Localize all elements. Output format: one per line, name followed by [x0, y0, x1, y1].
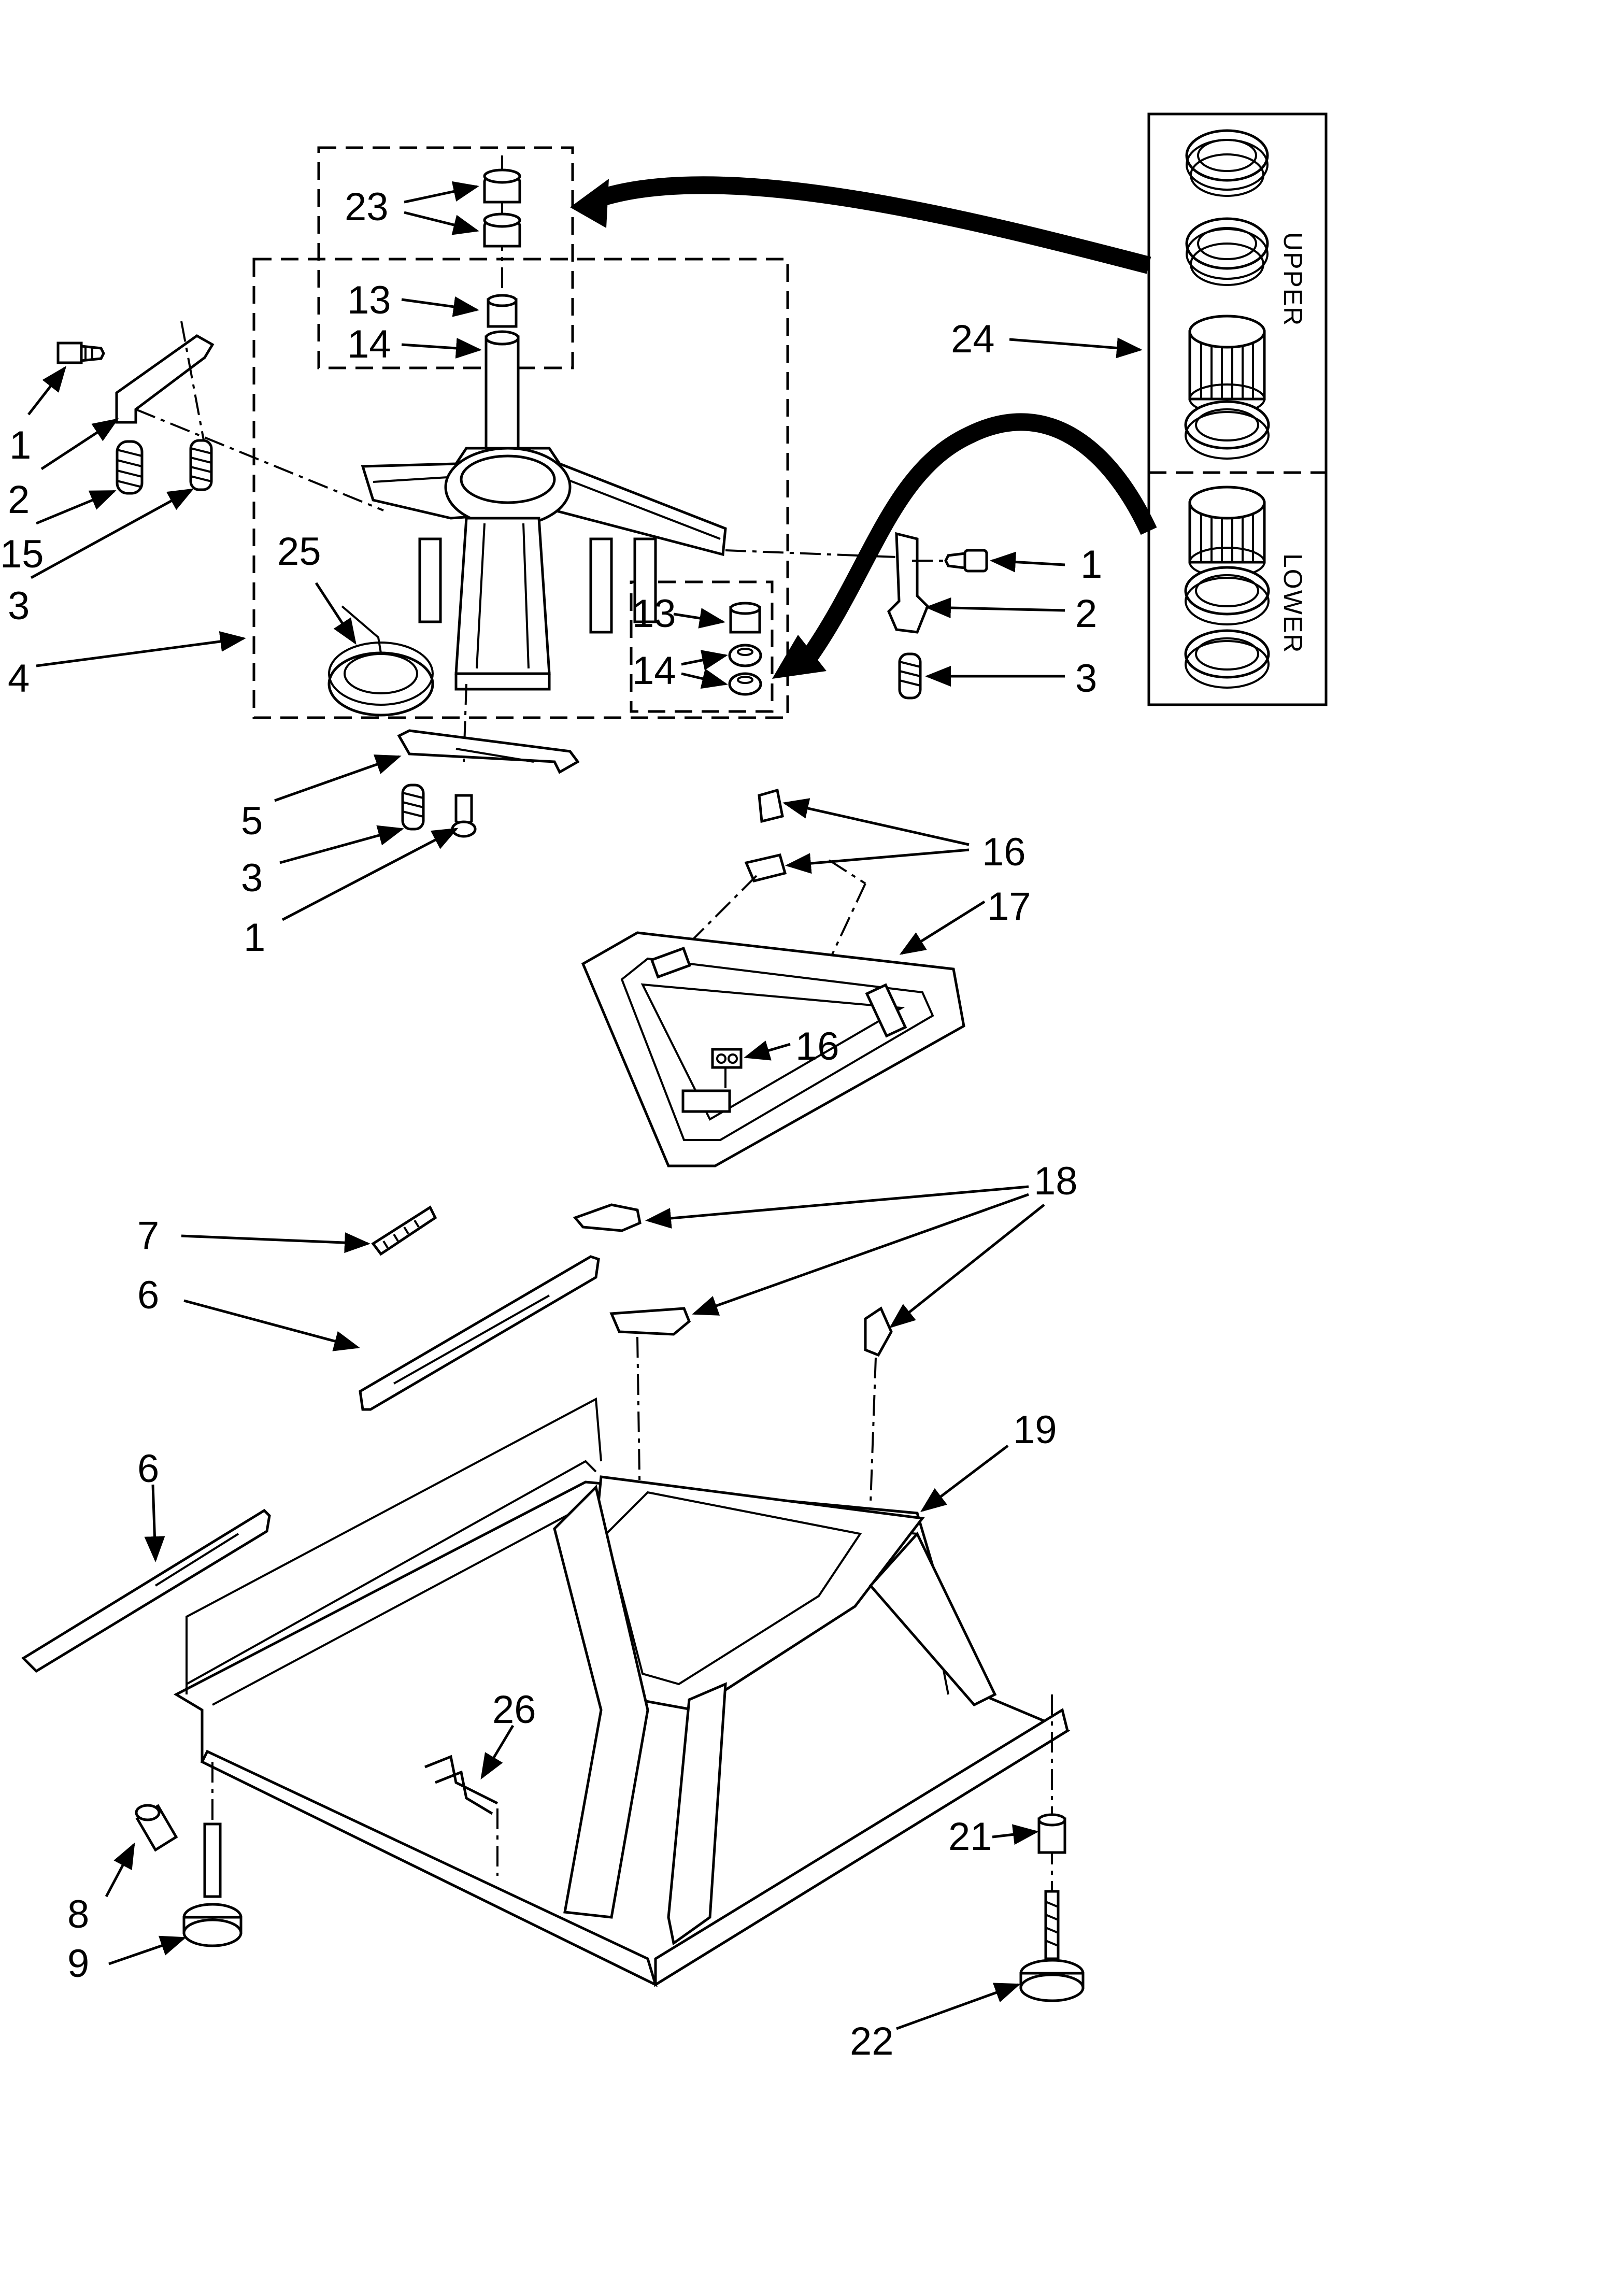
- lower-splined-bushing: [1188, 486, 1266, 578]
- bushing-23-bottom: [483, 212, 521, 248]
- upper-splined-bushing: [1188, 315, 1266, 415]
- upper-seal-ring: [1185, 129, 1269, 197]
- upper-bearing-ring: [1184, 400, 1270, 460]
- callout-24: 24: [951, 317, 995, 361]
- seal-25: [327, 605, 434, 717]
- callout-16-top: 16: [982, 830, 1026, 874]
- callout-22: 22: [850, 2019, 894, 2063]
- left-bracket-assembly: [56, 321, 384, 511]
- top-frame-assembly: [581, 788, 965, 1167]
- spring-7: [371, 1205, 437, 1256]
- hanger-26: [424, 1755, 498, 1815]
- callout-18: 18: [1034, 1159, 1078, 1203]
- right-bracket: [887, 532, 929, 634]
- callout-1-left: 1: [9, 423, 31, 467]
- bushing-21: [1037, 1813, 1066, 1854]
- lower-bushing-box: [630, 580, 774, 713]
- callout-13-bottom: 13: [632, 592, 676, 636]
- bushing-kit-box: [1147, 112, 1328, 706]
- callout-5: 5: [241, 799, 263, 843]
- base-mechanism-box: [252, 258, 789, 719]
- upper-kit-arrow: [593, 176, 1151, 274]
- leveling-leg-9: [182, 1822, 243, 1947]
- callout-2-right: 2: [1075, 592, 1097, 636]
- callout-3-bottom: 3: [241, 856, 263, 900]
- clip-16-b: [744, 853, 787, 882]
- clip-16-a: [758, 788, 784, 823]
- callout-1-bottom: 1: [244, 916, 265, 960]
- callout-6-lower: 6: [137, 1447, 159, 1491]
- bushing-14-bottom-a: [728, 644, 762, 667]
- spider-base: [361, 330, 727, 691]
- callout-6-upper: 6: [137, 1273, 159, 1317]
- leader-arrows: [27, 181, 1143, 2030]
- lower-bearing-ring-2: [1184, 629, 1270, 689]
- callout-19: 19: [1013, 1408, 1057, 1452]
- callout-14-bottom: 14: [632, 649, 676, 693]
- leveling-leg-22: [1019, 1890, 1085, 2002]
- group-boxes: [252, 112, 1328, 719]
- lower-bearing-ring: [1184, 566, 1270, 625]
- callout-13-top: 13: [347, 278, 391, 322]
- callout-4: 4: [8, 657, 30, 701]
- lower-kit-arrow: [801, 413, 1157, 663]
- cabinet-base: [21, 1203, 1085, 2002]
- upper-bushings: [483, 155, 521, 361]
- kit-label-upper: UPPER: [1278, 232, 1307, 326]
- rail-6-upper: [359, 1255, 600, 1411]
- kit-label-lower: LOWER: [1278, 553, 1307, 653]
- callout-23: 23: [345, 185, 389, 229]
- right-spring-3: [898, 652, 922, 700]
- lower-bushings: [728, 602, 762, 696]
- bushing-13-bottom: [729, 602, 761, 634]
- callout-14-top: 14: [347, 322, 391, 366]
- callout-1-right: 1: [1080, 543, 1102, 587]
- callout-9: 9: [67, 1942, 89, 1986]
- callout-7: 7: [137, 1214, 159, 1258]
- foot-pin-8: [135, 1804, 178, 1852]
- bushing-14-bottom-b: [728, 672, 762, 696]
- left-spring-15: [116, 440, 144, 495]
- kit-arrows: [570, 176, 1157, 679]
- rail-6-lower: [21, 1508, 271, 1673]
- callout-26: 26: [492, 1688, 536, 1732]
- callout-25: 25: [277, 530, 321, 574]
- bushing-kit: UPPER LOWER: [1184, 129, 1307, 689]
- bushing-13-top: [487, 294, 518, 328]
- right-screw: [944, 549, 988, 573]
- left-bracket: [115, 334, 215, 424]
- callout-3-right: 3: [1075, 657, 1097, 701]
- callout-21: 21: [948, 1815, 992, 1859]
- bracket-5-spring: [401, 783, 425, 831]
- bracket-5-assembly: [397, 683, 580, 838]
- callout-3-left: 3: [8, 584, 30, 628]
- left-screw: [56, 341, 105, 364]
- right-bracket-assembly: [725, 532, 988, 700]
- pad-18-a: [573, 1203, 642, 1232]
- upper-seal-ring-2: [1185, 217, 1269, 286]
- pad-18-b: [609, 1307, 691, 1336]
- callout-2-left: 2: [8, 478, 30, 522]
- callout-15: 15: [0, 532, 44, 576]
- callout-17: 17: [987, 885, 1031, 929]
- bushing-23-top: [483, 168, 521, 204]
- callout-16-frame: 16: [795, 1024, 839, 1068]
- left-spring-3: [189, 439, 213, 491]
- callout-labels: 23 13 14 24 1 2 15 3 4 25 13 14 1 2 3 5 …: [0, 185, 1102, 2063]
- bracket-5: [397, 729, 580, 774]
- callout-8: 8: [67, 1892, 89, 1936]
- pad-18-c: [864, 1306, 893, 1357]
